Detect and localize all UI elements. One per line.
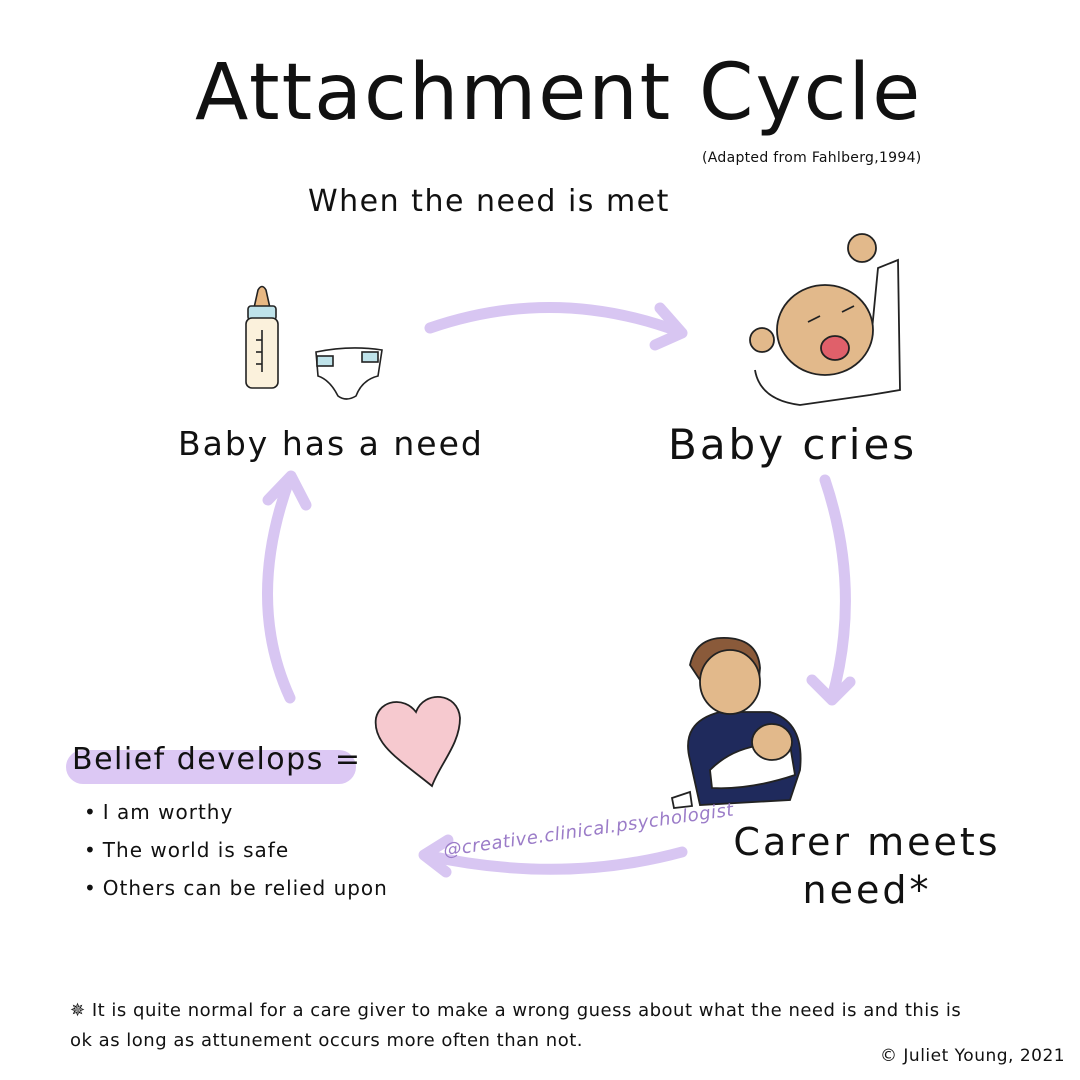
belief-heading: Belief develops = — [72, 742, 362, 777]
node-belief-develops: Belief develops = — [66, 742, 362, 784]
node-baby-cries: Baby cries — [668, 420, 918, 469]
subtitle: When the need is met — [308, 184, 670, 219]
asterisk-icon: ✵ — [70, 1000, 86, 1021]
belief-highlight — [66, 750, 356, 784]
arrow-carer-to-belief — [418, 834, 688, 878]
arrow-need-to-cries — [424, 301, 688, 351]
belief-item: I am worthy — [84, 800, 388, 824]
node-baby-has-need: Baby has a need — [178, 424, 484, 463]
arrow-belief-to-need — [262, 470, 312, 704]
copyright: © Juliet Young, 2021 — [880, 1046, 1066, 1066]
page-title: Attachment Cycle — [195, 48, 923, 138]
heart-icon — [374, 696, 461, 788]
source-citation: (Adapted from Fahlberg,1994) — [702, 150, 922, 166]
belief-list: I am worthy The world is safe Others can… — [84, 800, 388, 914]
arrow-cries-to-carer — [806, 474, 856, 706]
nappy-icon — [315, 347, 383, 400]
footnote: ✵ It is quite normal for a care giver to… — [70, 996, 980, 1056]
crying-baby-icon — [749, 233, 901, 406]
belief-item: The world is safe — [84, 838, 388, 862]
carer-holding-baby-icon — [670, 637, 802, 809]
bottle-icon — [245, 285, 279, 389]
node-carer-meets-need: Carer meets need* — [733, 820, 1001, 912]
footnote-text: It is quite normal for a care giver to m… — [70, 1000, 962, 1051]
belief-item: Others can be relied upon — [84, 876, 388, 900]
